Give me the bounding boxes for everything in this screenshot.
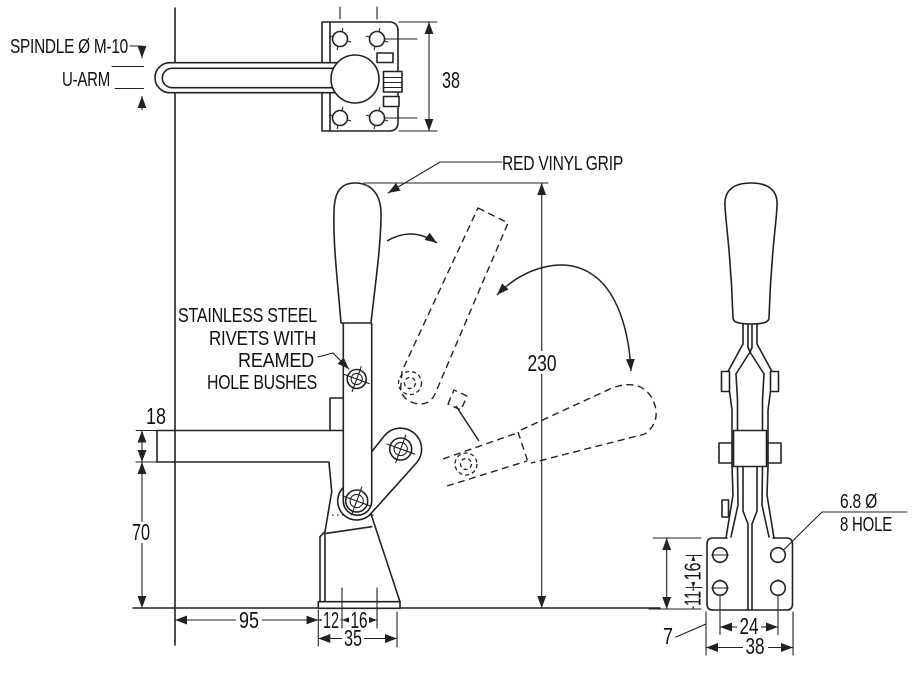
dim-foot-left: 12 [318, 587, 343, 633]
dim-plate-thickness: 7 [663, 623, 707, 649]
top-view: 38 SPINDLE Ø M-10 U-ARM [10, 6, 460, 132]
side-pivot-block [732, 429, 768, 468]
dim-hole-pitch-h: 24 [720, 613, 778, 639]
dim-value: 38 [746, 633, 765, 659]
dim-foot-mid: 16 [342, 587, 378, 633]
dim-arm-reach: 95 [175, 607, 319, 647]
dim-value: 38 [442, 67, 460, 93]
dim-top-plate-height: 38 [384, 21, 460, 132]
side-tab-right [767, 442, 782, 464]
u-arm-slot [161, 67, 346, 89]
spindle-boss [330, 54, 380, 104]
handle-swing-arrow [496, 264, 635, 372]
dim-value: 16 [679, 563, 705, 581]
rivets [342, 366, 416, 516]
spindle-label-text: SPINDLE Ø M-10 [10, 35, 128, 58]
dim-hole-pitch-v: 16 [679, 554, 705, 589]
dim-hole-edge: 11 [679, 587, 705, 609]
rivets-note: STAINLESS STEEL RIVETS WITH REAMED HOLE … [178, 304, 350, 394]
dim-foot-width: 35 [318, 611, 398, 651]
dim-base-to-arm: 70 [129, 462, 155, 608]
dim-side-plate-width: 38 [705, 611, 794, 659]
handle-shaft [342, 323, 373, 516]
dim-value: 11 [679, 591, 705, 606]
dim-value: 230 [528, 350, 557, 376]
rivets-note-line4: HOLE BUSHES [207, 371, 317, 394]
side-legs [721, 465, 775, 611]
side-tab-left [718, 442, 733, 464]
dim-value: 24 [740, 613, 759, 639]
rivets-note-line1: STAINLESS STEEL [178, 304, 317, 327]
u-arm-bar [156, 429, 345, 463]
side-base-plate [706, 537, 794, 611]
shaft-step [329, 397, 345, 432]
dim-value: 16 [351, 607, 368, 633]
rivets-note-line2: RIVETS WITH [209, 327, 316, 350]
dim-arm-thickness: 18 [135, 403, 166, 463]
dim-value: 35 [344, 625, 362, 651]
u-arm-label-text: U-ARM [62, 68, 110, 91]
dim-plate-overall [648, 537, 702, 610]
grip-label-text: RED VINYL GRIP [502, 152, 623, 175]
spindle-label: SPINDLE Ø M-10 [10, 35, 147, 59]
side-grip [724, 182, 778, 325]
dim-value: 12 [323, 607, 339, 633]
vinyl-grip [333, 182, 382, 324]
dim-value: 95 [239, 607, 259, 633]
dim-value: 7 [663, 623, 673, 649]
dim-value: 70 [132, 519, 150, 545]
u-arm-label: U-ARM [62, 65, 147, 110]
side-view: 16 11 24 38 7 6. [648, 182, 908, 659]
side-stem-fork [720, 323, 780, 468]
phantom-arm-raised [397, 207, 509, 442]
hole-dia-text: 6.8 Ø [840, 490, 877, 513]
dim-handle-height: 230 [363, 182, 558, 608]
rivets-note-line3: REAMED [238, 349, 314, 372]
arm-swing-arrow [386, 232, 438, 244]
front-view: RED VINYL GRIP STAINLESS STEEL RIVETS WI… [129, 152, 657, 651]
dim-value: 18 [146, 403, 166, 429]
spindle-end-detail [376, 52, 403, 108]
grip-label: RED VINYL GRIP [387, 152, 623, 194]
hole-count-text: 8 HOLE [840, 513, 892, 536]
hole-note: 6.8 Ø 8 HOLE [782, 490, 908, 551]
phantom-handle-released [442, 384, 657, 487]
